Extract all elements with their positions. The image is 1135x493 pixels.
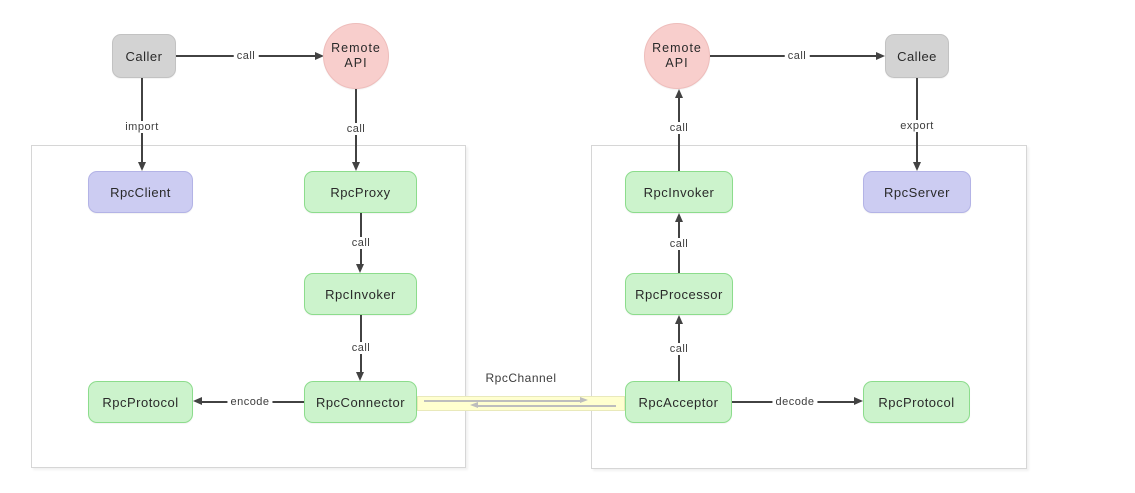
edge-label-call: call <box>343 123 369 135</box>
arrowhead-up-icon <box>675 89 683 98</box>
node-rpc-server: RpcServer <box>863 171 971 213</box>
node-remote-api-right-line2: API <box>665 56 689 70</box>
node-remote-api-right: Remote API <box>644 23 710 89</box>
node-rpc-processor: RpcProcessor <box>625 273 733 315</box>
arrowhead-right-icon <box>854 397 863 405</box>
node-remote-api-left-line2: API <box>344 56 368 70</box>
arrowhead-down-icon <box>352 162 360 171</box>
arrowhead-right-icon <box>876 52 885 60</box>
node-remote-api-left: Remote API <box>323 23 389 89</box>
edge-label-call: call <box>348 237 374 249</box>
channel-arrow-right-line <box>424 400 580 402</box>
arrowhead-down-icon <box>138 162 146 171</box>
arrowhead-up-icon <box>675 213 683 222</box>
arrowhead-left-icon <box>193 397 202 405</box>
edge-rpc-invoker-to-remote-api <box>678 98 680 171</box>
rpc-channel-label: RpcChannel <box>483 371 559 385</box>
edge-label-call: call <box>666 343 692 355</box>
node-rpc-proxy: RpcProxy <box>304 171 417 213</box>
arrowhead-down-icon <box>913 162 921 171</box>
node-rpc-connector: RpcConnector <box>304 381 417 423</box>
edge-label-encode: encode <box>227 396 273 408</box>
edge-label-call: call <box>233 50 259 62</box>
rpc-channel-band <box>417 396 625 411</box>
node-rpc-protocol-right: RpcProtocol <box>863 381 970 423</box>
node-rpc-invoker-left: RpcInvoker <box>304 273 417 315</box>
node-remote-api-left-line1: Remote <box>331 41 381 55</box>
node-caller: Caller <box>112 34 176 78</box>
node-callee: Callee <box>885 34 949 78</box>
channel-arrow-left-icon <box>470 402 478 408</box>
channel-arrow-right-icon <box>580 397 588 403</box>
edge-caller-to-rpc-client <box>141 78 143 163</box>
edge-label-call: call <box>784 50 810 62</box>
edge-label-export: export <box>897 120 937 132</box>
arrowhead-down-icon <box>356 264 364 273</box>
arrowhead-right-icon <box>315 52 324 60</box>
node-rpc-invoker-right: RpcInvoker <box>625 171 733 213</box>
edge-label-decode: decode <box>772 396 818 408</box>
edge-label-call: call <box>348 342 374 354</box>
node-rpc-client: RpcClient <box>88 171 193 213</box>
arrowhead-down-icon <box>356 372 364 381</box>
node-rpc-protocol-left: RpcProtocol <box>88 381 193 423</box>
edge-label-call: call <box>666 238 692 250</box>
channel-arrow-left-line <box>478 405 616 407</box>
node-remote-api-right-line1: Remote <box>652 41 702 55</box>
arrowhead-up-icon <box>675 315 683 324</box>
edge-label-import: import <box>122 121 162 133</box>
node-rpc-acceptor: RpcAcceptor <box>625 381 732 423</box>
edge-label-call: call <box>666 122 692 134</box>
